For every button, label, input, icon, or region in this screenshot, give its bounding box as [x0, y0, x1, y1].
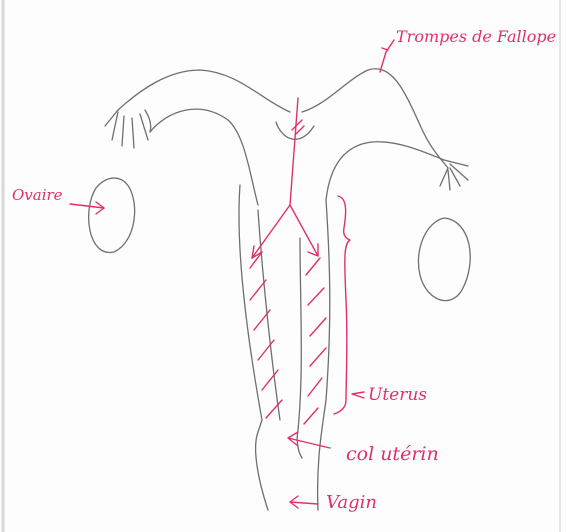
col-uterin-arrow: [288, 432, 330, 448]
fundus-mark: [292, 120, 304, 134]
ovaire-arrow: [70, 202, 104, 214]
label-col-uterin: col utérin: [346, 443, 439, 465]
uterus-label-arrow: [352, 392, 364, 398]
left-tube-lower-edge: [150, 109, 258, 205]
uterus-bracket: [334, 196, 350, 414]
left-ovary: [89, 178, 135, 252]
left-fallopian-tube: [118, 70, 290, 112]
uterus-left-wall: [239, 185, 268, 510]
label-uterus: Uterus: [368, 385, 427, 405]
arrow-stem: [290, 98, 298, 205]
trompes-pointer: [380, 40, 394, 72]
right-ovary: [418, 218, 470, 301]
left-fimbriae: [105, 110, 151, 148]
label-vagin: Vagin: [326, 492, 377, 513]
uterus-left-inner-wall: [258, 210, 280, 420]
uterus-hatching-right: [304, 258, 326, 424]
label-ovaire: Ovaire: [12, 186, 63, 204]
arrow-right-branch: [290, 205, 318, 256]
uterus-right-inner-wall: [297, 238, 302, 458]
vagin-arrow: [290, 496, 318, 508]
right-tube-lower-edge: [326, 142, 444, 200]
label-trompes-de-fallope: Trompes de Fallope: [396, 27, 556, 46]
uterus-hatching-left: [250, 252, 282, 418]
right-fimbriae: [440, 160, 468, 190]
